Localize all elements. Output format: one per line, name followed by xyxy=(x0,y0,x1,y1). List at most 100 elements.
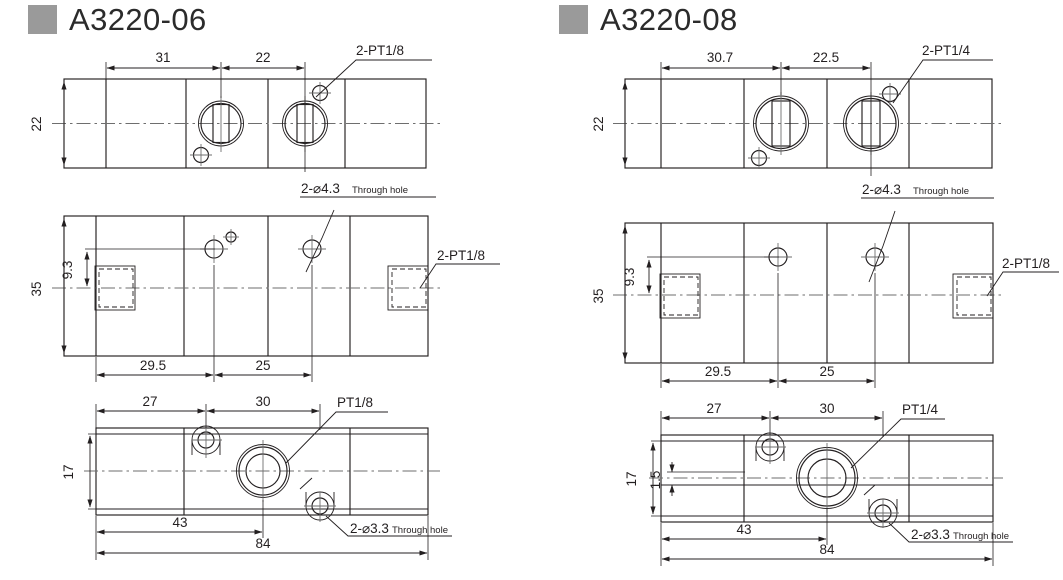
callout-label-2-d4-3: 2-⌀4.3 xyxy=(862,182,901,197)
dimension-distance-27: 27 xyxy=(96,394,206,414)
callout-label-through-hole: Through hole xyxy=(352,185,408,196)
callout-port-top: 2-PT1/4 xyxy=(892,43,993,104)
dimension-distance-43: 43 xyxy=(96,515,263,535)
dimension-distance-84: 84 xyxy=(661,542,993,562)
right-drawing-canvas: 22 30.7 22.5 2-PT1/4 xyxy=(591,43,1059,566)
callout-label-2-d3-3: 2-⌀3.3 xyxy=(911,527,950,542)
dim-label-27: 27 xyxy=(142,394,157,409)
dimension-distance-25: 25 xyxy=(778,364,875,384)
part-panel-a3220-08: A3220-08 xyxy=(531,0,1062,580)
callout-label-through-hole-bottom: Through hole xyxy=(953,531,1009,542)
front-view: 35 9.3 29.5 25 xyxy=(591,182,1059,388)
callout-through-hole-bottom: 2-⌀3.3 Through hole xyxy=(299,477,452,537)
dimension-height-1-5: 1.5 xyxy=(648,462,745,496)
dimension-height-17: 17 xyxy=(624,440,746,517)
port-boss-left xyxy=(198,96,244,152)
part-panel-a3220-06: A3220-06 xyxy=(0,0,531,580)
dim-label-22-horizontal: 22 xyxy=(255,50,270,65)
callout-label-through-hole-bottom: Through hole xyxy=(392,525,448,536)
filled-square-icon xyxy=(559,5,588,34)
dimension-height-17: 17 xyxy=(61,433,186,510)
dim-label-84: 84 xyxy=(255,536,271,551)
callout-port-front: 2-PT1/8 xyxy=(986,256,1059,297)
callout-through-hole-front: 2-⌀4.3 Through hole xyxy=(300,181,436,273)
port-pocket-right xyxy=(952,273,994,319)
dimension-height-22: 22 xyxy=(29,81,67,166)
page-title: A3220-08 xyxy=(600,2,738,37)
dimension-distance-29-5: 29.5 xyxy=(96,358,214,378)
dim-label-43: 43 xyxy=(172,515,187,530)
dimension-height-9-3: 9.3 xyxy=(60,248,215,287)
callout-label-2-d3-3: 2-⌀3.3 xyxy=(350,521,389,536)
dimension-distance-29-5: 29.5 xyxy=(661,364,778,384)
dim-label-17: 17 xyxy=(624,471,639,486)
dimension-distance-43: 43 xyxy=(661,522,827,542)
callout-port-front: 2-PT1/8 xyxy=(419,248,500,289)
dim-label-22-vertical: 22 xyxy=(591,116,606,131)
callout-port-top: 2-PT1/8 xyxy=(315,43,432,98)
top-view: 22 31 22 2-PT1/8 xyxy=(29,43,440,172)
dimension-distance-27: 27 xyxy=(661,401,770,421)
page-title: A3220-06 xyxy=(69,2,207,37)
left-drawing-canvas: 22 31 22 2-PT1/8 xyxy=(29,43,500,560)
dimension-height-35: 35 xyxy=(591,225,628,361)
dim-label-30-7: 30.7 xyxy=(707,50,733,65)
callout-label-pt14-bottom: PT1/4 xyxy=(902,402,939,417)
dimension-distance-84: 84 xyxy=(96,536,428,556)
mounting-hole-lower xyxy=(867,498,899,528)
port-boss-left xyxy=(753,92,809,155)
dim-label-25: 25 xyxy=(255,358,270,373)
small-hole-mark xyxy=(223,229,239,245)
callout-label-2-pt18-top: 2-PT1/8 xyxy=(356,43,404,58)
mounting-hole-upper xyxy=(755,432,786,464)
panel-title-row: A3220-08 xyxy=(559,4,738,35)
callout-port-bottom: PT1/4 xyxy=(850,402,945,469)
dim-label-22-vertical: 22 xyxy=(29,116,44,131)
dimension-height-9-3: 9.3 xyxy=(622,256,779,294)
dim-label-9-3: 9.3 xyxy=(60,261,75,280)
dim-label-84: 84 xyxy=(819,542,835,557)
dim-label-17: 17 xyxy=(61,464,76,479)
dim-label-22-5: 22.5 xyxy=(813,50,839,65)
mounting-hole-upper xyxy=(191,425,222,458)
callout-port-bottom: PT1/8 xyxy=(285,395,388,464)
mounting-hole-lower xyxy=(190,144,212,166)
callout-label-2-pt14-top: 2-PT1/4 xyxy=(922,43,971,58)
dimension-distance-30: 30 xyxy=(770,401,883,421)
dim-label-9-3: 9.3 xyxy=(622,268,637,287)
bottom-view: 17 27 30 xyxy=(61,394,452,560)
dimension-height-22: 22 xyxy=(591,81,628,166)
dim-label-30: 30 xyxy=(255,394,270,409)
port-boss-center xyxy=(796,443,858,513)
port-boss-center xyxy=(236,440,290,502)
port-pocket-left xyxy=(94,265,136,311)
port-pocket-left xyxy=(659,273,701,319)
filled-square-icon xyxy=(28,5,57,34)
dimension-distance-22: 22 xyxy=(221,50,305,71)
front-view: 35 9.3 29.5 25 xyxy=(29,181,500,382)
callout-through-hole-bottom: 2-⌀3.3 Through hole xyxy=(863,484,1013,543)
dimension-height-35: 35 xyxy=(29,218,67,354)
dim-label-29-5: 29.5 xyxy=(140,358,166,373)
dim-label-43: 43 xyxy=(736,522,751,537)
dimension-distance-25: 25 xyxy=(214,358,312,378)
callout-label-2-d4-3: 2-⌀4.3 xyxy=(301,181,340,196)
dimension-distance-30-7: 30.7 xyxy=(661,50,781,71)
callout-label-pt18-bottom: PT1/8 xyxy=(337,395,373,410)
mounting-hole-upper xyxy=(879,83,901,105)
callout-label-2-pt18-front: 2-PT1/8 xyxy=(1002,256,1050,271)
dim-label-1-5: 1.5 xyxy=(648,471,663,490)
dim-label-25: 25 xyxy=(819,364,834,379)
dim-label-31: 31 xyxy=(155,50,170,65)
bottom-view: 17 1.5 27 30 xyxy=(624,401,1013,566)
dimension-distance-31: 31 xyxy=(106,50,221,71)
dimension-distance-22-5: 22.5 xyxy=(781,50,871,71)
mounting-hole-lower xyxy=(304,491,336,522)
top-view: 22 30.7 22.5 2-PT1/4 xyxy=(591,43,1003,176)
callout-label-2-pt18-front: 2-PT1/8 xyxy=(437,248,485,263)
dimension-distance-30: 30 xyxy=(206,394,320,414)
port-pocket-right xyxy=(387,265,429,311)
callout-label-through-hole: Through hole xyxy=(913,186,969,197)
dim-label-35: 35 xyxy=(591,288,606,303)
